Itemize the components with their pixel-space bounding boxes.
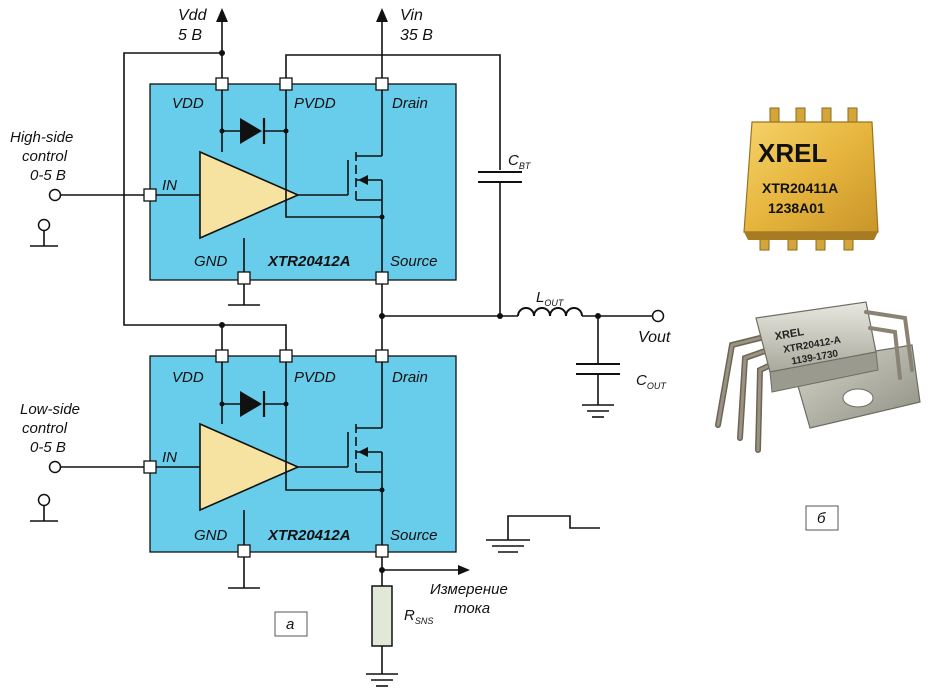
low-side-label-pvdd: PVDD [294,369,336,386]
cout-ground-icon [582,404,614,418]
high-side-label-in: IN [162,177,177,194]
lout-label: LOUT [536,289,565,308]
low-side-label-gnd: GND [194,527,228,544]
vout-label: Vout [638,329,671,346]
high-side-pin-pvdd [279,77,293,91]
high-side-label-vdd: VDD [172,95,204,112]
high-side-pin-in [143,188,157,202]
vin-name: Vin [400,7,423,24]
low-side-mosfet [347,356,385,548]
high-side-pin-gnd [237,271,251,285]
low-side-pin-in [143,460,157,474]
high-side-pin-source [375,271,389,285]
chip-photo-flatpack: XREL XTR20411A 1238A01 [743,107,879,251]
chip2-logo: XREL [774,326,805,343]
vin-arrow-icon [376,8,388,22]
low-side-pin-source [375,544,389,558]
vdd-value: 5 В [178,27,202,44]
pulse-ground-symbol [486,515,600,553]
low-side-pin-gnd [237,544,251,558]
high-side-pin-drain [375,77,389,91]
low-side-pin-vdd [215,349,229,363]
high-side-label-source: Source [390,253,438,270]
high-side-chip-box [149,83,457,281]
chip1-logo: XREL [758,138,827,168]
high-side-driver: VDD PVDD Drain IN GND XTR20412A Source [143,77,457,285]
current-sense-line1: Измерение [430,581,508,598]
output-capacitor [576,363,620,375]
vout-terminal [651,309,665,323]
low-side-label-source: Source [390,527,438,544]
low-side-control-line2: control [22,420,68,437]
low-side-pin-drain [375,349,389,363]
low-side-control-line1: Low-side [20,401,80,418]
panel-b-label: б [817,510,826,527]
bootstrap-capacitor [478,171,522,183]
low-side-input-terminal [48,460,62,474]
vdd-arrow-icon [216,8,228,22]
high-side-pin-vdd [215,77,229,91]
cout-label: COUT [636,372,667,391]
low-side-driver: VDD PVDD Drain IN GND XTR20412A Source [143,349,457,558]
low-side-pin-pvdd [279,349,293,363]
low-side-label-drain: Drain [392,369,428,386]
chip-photo-metal-can: XREL XTR20412-A 1139-1730 [715,301,921,453]
panel-a-box [274,611,308,637]
high-side-part-number: XTR20412A [267,253,351,270]
high-side-label-drain: Drain [392,95,428,112]
sense-resistor [371,585,393,647]
rsns-ground-icon [366,673,398,687]
schematic-labels: Vdd 5 В Vin 35 В High-side control 0-5 В… [10,7,839,637]
low-side-part-number: XTR20412A [267,527,351,544]
current-sense-line2: тока [454,600,490,617]
low-side-control-line3: 0-5 В [30,439,66,456]
high-side-label-pvdd: PVDD [294,95,336,112]
rsns-label: RSNS [404,607,433,626]
output-inductor [517,307,583,317]
vdd-name: Vdd [178,7,208,24]
high-side-label-gnd: GND [194,253,228,270]
external-wiring [30,8,665,687]
vin-value: 35 В [400,27,433,44]
high-side-control-line1: High-side [10,129,73,146]
panel-b-box [805,505,839,531]
current-sense-arrow-icon [458,565,470,575]
high-side-control-line2: control [22,148,68,165]
low-side-label-in: IN [162,449,177,466]
high-side-control-line3: 0-5 В [30,167,66,184]
high-side-mosfet [347,84,385,276]
panel-a-label: а [286,616,294,633]
chip1-line1: XTR20411A [762,180,838,196]
chip1-line2: 1238A01 [768,200,825,216]
high-side-input-terminal [48,188,62,202]
low-side-label-vdd: VDD [172,369,204,386]
cbt-label: CBT [508,152,532,171]
